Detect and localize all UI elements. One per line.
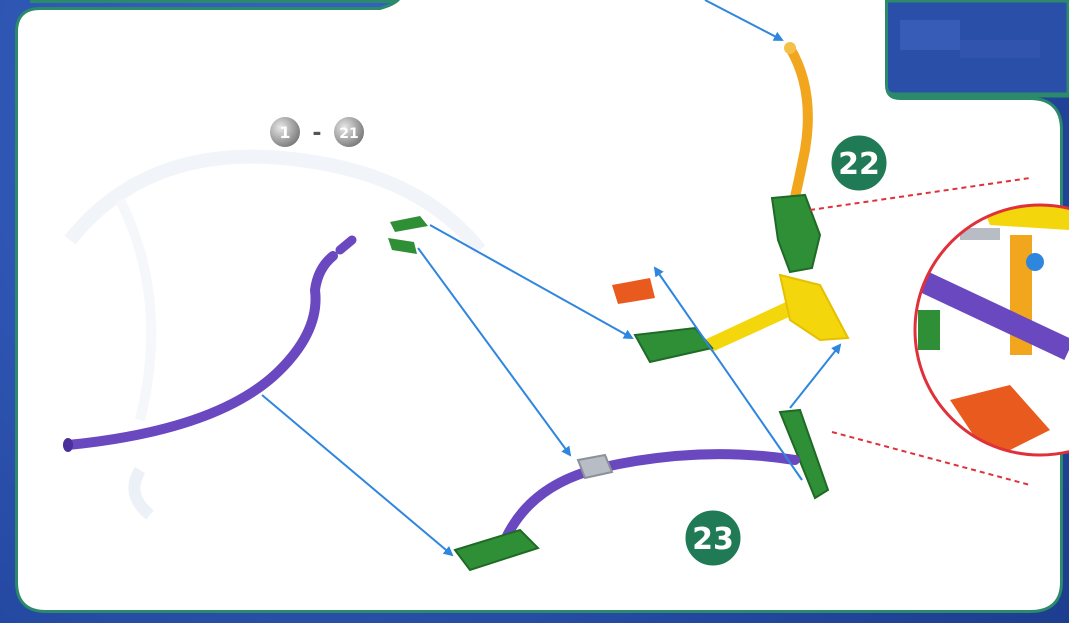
previous-steps-range: 1 - 21 [270,117,364,147]
range-end-label: 21 [339,126,358,142]
step-23-number: 23 [692,522,734,557]
step-22-badge: 22 [830,134,888,192]
step-22-number: 22 [838,147,880,182]
step-23-badge: 23 [684,509,742,567]
top-right-corner-photo [885,0,1069,95]
range-start-label: 1 [279,123,290,142]
range-separator: - [312,121,321,146]
